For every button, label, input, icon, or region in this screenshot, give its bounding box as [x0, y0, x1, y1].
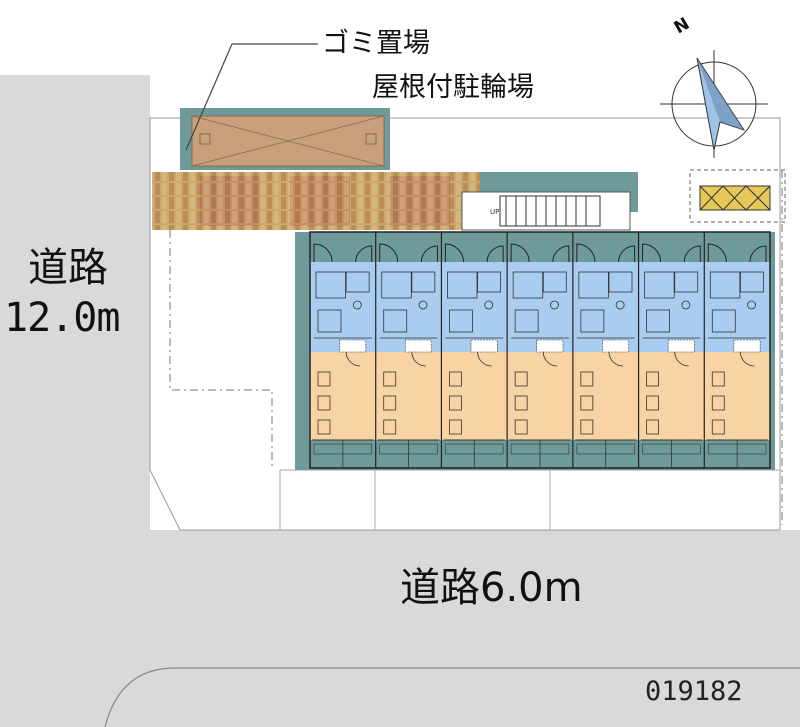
compass-icon: [660, 50, 768, 158]
apartment-unit: [572, 232, 637, 468]
apartment-unit: [375, 232, 440, 468]
apartment-unit: [440, 232, 506, 468]
road-bottom-label: 道路6.0m: [400, 565, 583, 611]
apartment-unit: [703, 232, 768, 468]
bicycle-parking-label: 屋根付駐輪場: [372, 72, 534, 103]
road-left: [0, 75, 800, 727]
storage-unit: [689, 169, 786, 223]
road-left-label: 道路: [28, 245, 108, 291]
apartment-unit: [312, 243, 374, 468]
svg-text:UP: UP: [490, 208, 499, 216]
bicycle-rack-icon: [499, 195, 601, 227]
apartment-building: [295, 231, 775, 470]
apartment-unit: [506, 232, 571, 468]
paving-strip: [152, 172, 480, 230]
entrance-stairs: UP: [461, 172, 638, 231]
garbage-area-label: ゴミ置場: [322, 28, 430, 59]
road-left-width-label: 12.0m: [4, 295, 120, 341]
garbage-leader-diag: [185, 43, 233, 151]
bicycle-parking-roof: [180, 108, 390, 170]
property-id-label: 019182: [645, 676, 743, 707]
apartment-unit: [637, 232, 703, 468]
